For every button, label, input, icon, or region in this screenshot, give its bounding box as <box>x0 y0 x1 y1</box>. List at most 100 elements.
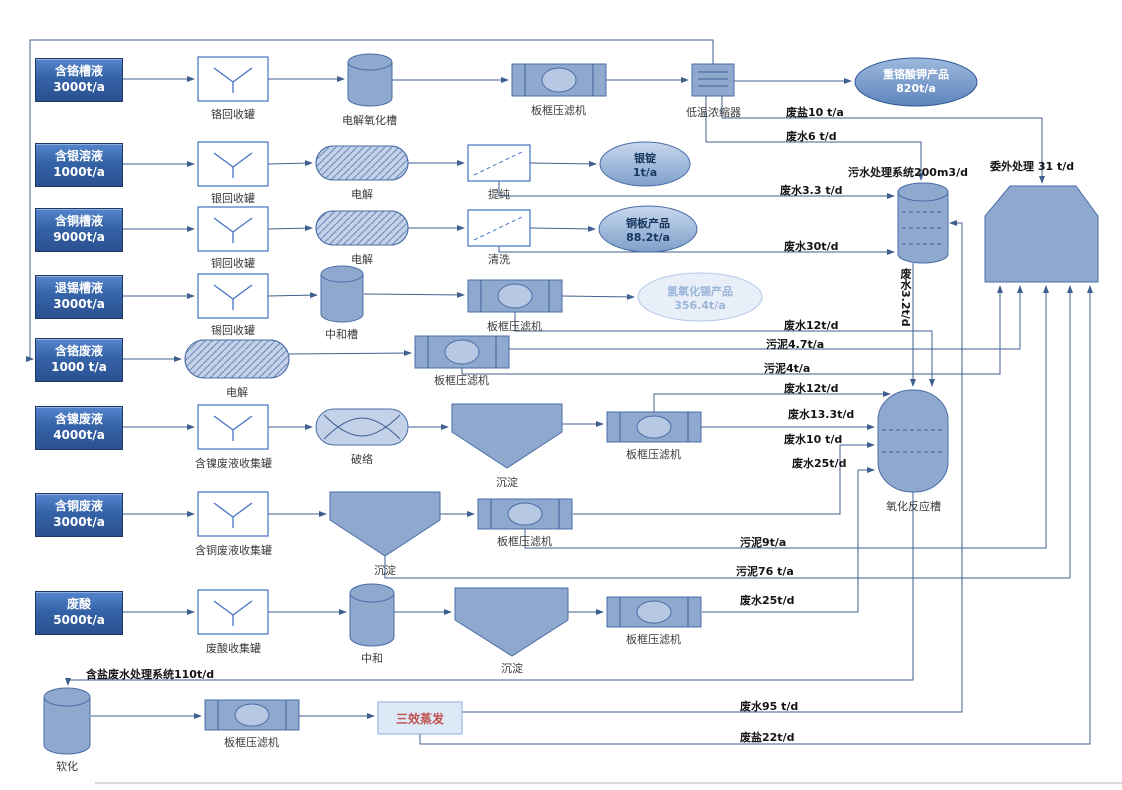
connector-arrows <box>91 76 852 719</box>
product-silver-ingot-shape <box>599 141 691 187</box>
node-cr-recovery-tank-shape <box>197 56 269 102</box>
node-electro-oxidation-tank-shape <box>347 53 393 107</box>
node-cu-waste-collection-tank-shape <box>197 491 269 537</box>
input-label: 废酸 <box>66 597 91 612</box>
input-label: 含铬废液 <box>54 344 103 359</box>
node-outsourced-treatment-tank-shape <box>984 185 1099 283</box>
node-cleaning-shape <box>467 209 531 247</box>
node-neutralization-tank-shape <box>320 265 364 323</box>
flow-label-waste-salt-22: 废盐22t/d <box>740 731 795 744</box>
node-oxidation-reaction-tank-shape <box>877 389 949 493</box>
label-electrolysis-cu: 电解 <box>351 253 373 266</box>
input-label: 含镍废液 <box>54 412 103 427</box>
flow-label-waste-water-12-a: 废水12t/d <box>784 319 839 332</box>
flow-label-waste-water-12-b: 废水12t/d <box>784 382 839 395</box>
node-filter-press-4-shape <box>606 411 702 443</box>
product-amount: 820t/a <box>896 82 936 96</box>
product-amount: 1t/a <box>632 166 658 180</box>
label-cr-recovery-tank: 铬回收罐 <box>211 108 255 121</box>
input-amount: 4000t/a <box>53 428 105 442</box>
label-waste-acid-collection-tank: 废酸收集罐 <box>206 642 261 655</box>
input-amount: 1000 t/a <box>51 360 107 374</box>
input-label: 含铜废液 <box>54 499 103 514</box>
label-filter-press-2: 板框压滤机 <box>487 320 542 333</box>
input-label: 含铜槽液 <box>54 214 103 229</box>
product-potassium-dichromate-shape <box>854 57 978 107</box>
input-amount: 1000t/a <box>53 165 105 179</box>
node-ag-recovery-tank-shape <box>197 141 269 187</box>
node-filter-press-7-shape <box>204 699 300 731</box>
label-filter-press-3: 板框压滤机 <box>434 374 489 387</box>
node-purification-shape <box>467 144 531 182</box>
node-sedimentation-acid-shape <box>454 587 569 657</box>
label-sn-recovery-tank: 锡回收罐 <box>211 324 255 337</box>
node-complex-breaking-shape <box>315 408 409 446</box>
flow-label-waste-water-3-2: 废水3.2t/d <box>899 268 912 327</box>
flow-label-salty-wastewater-system: 含盐废水处理系统110t/d <box>86 668 215 681</box>
label-triple-effect-evaporation: 三效蒸发 <box>395 711 444 726</box>
node-waste-acid-collection-tank-shape <box>197 589 269 635</box>
label-filter-press-1: 板框压滤机 <box>531 104 586 117</box>
label-softening: 软化 <box>56 760 78 773</box>
node-sn-recovery-tank-shape <box>197 273 269 319</box>
flow-label-waste-water-3-3: 废水3.3 t/d <box>780 184 843 197</box>
label-ni-waste-collection-tank: 含镍废液收集罐 <box>195 457 272 470</box>
node-triple-effect-evaporation-shape <box>377 701 463 735</box>
label-sedimentation-acid: 沉淀 <box>501 662 523 675</box>
label-electrolysis-cr: 电解 <box>226 386 248 399</box>
product-name: 铜板产品 <box>626 217 670 230</box>
label-neutralization-tank: 中和槽 <box>325 328 358 341</box>
flow-label-sludge-9: 污泥9t/a <box>740 536 787 549</box>
node-electrolysis-cr-shape <box>184 339 290 379</box>
input-amount: 3000t/a <box>53 297 105 311</box>
node-wastewater-treatment-system-shape <box>897 182 949 264</box>
input-amount: 3000t/a <box>53 515 105 529</box>
node-ni-waste-collection-tank-shape <box>197 404 269 450</box>
flow-label-sludge-76: 污泥76 t/a <box>736 565 794 578</box>
label-filter-press-7: 板框压滤机 <box>224 736 279 749</box>
label-sedimentation-ni: 沉淀 <box>496 476 518 489</box>
node-filter-press-2-shape <box>467 279 563 313</box>
node-filter-press-5-shape <box>477 498 573 530</box>
product-name: 银锭 <box>634 152 656 165</box>
node-filter-press-1-shape <box>511 63 607 97</box>
flow-label-waste-water-25-a: 废水25t/d <box>792 457 847 470</box>
node-low-temp-concentrator-shape <box>691 63 735 97</box>
label-cu-waste-collection-tank: 含铜废液收集罐 <box>195 544 272 557</box>
label-purification: 提纯 <box>488 188 510 201</box>
label-filter-press-4: 板框压滤机 <box>626 448 681 461</box>
flow-label-waste-water-13-3: 废水13.3t/d <box>788 408 855 421</box>
flow-label-sludge-4-7: 污泥4.7t/a <box>766 338 825 351</box>
product-tin-hydroxide-shape <box>637 272 763 322</box>
node-cu-recovery-tank-shape <box>197 206 269 252</box>
product-amount: 356.4t/a <box>674 299 726 313</box>
node-softening-shape <box>43 687 91 755</box>
label-outsourced-treatment: 委外处理 31 t/d <box>990 160 1075 173</box>
flow-label-waste-water-25-b: 废水25t/d <box>740 594 795 607</box>
input-amount: 5000t/a <box>53 613 105 627</box>
label-filter-press-6: 板框压滤机 <box>626 633 681 646</box>
label-oxidation-reaction-tank: 氧化反应槽 <box>886 500 941 513</box>
node-electrolysis-cu-shape <box>315 210 409 246</box>
input-label: 含银溶液 <box>54 149 103 164</box>
input-amount: 9000t/a <box>53 230 105 244</box>
product-copper-plate-shape <box>598 205 698 253</box>
flow-label-waste-water-95: 废水95 t/d <box>740 700 799 713</box>
label-complex-breaking: 破络 <box>351 453 373 466</box>
product-name: 氢氧化锡产品 <box>667 285 733 298</box>
label-low-temp-concentrator: 低温浓缩器 <box>686 106 741 119</box>
flow-label-waste-water-6: 废水6 t/d <box>786 130 837 143</box>
product-amount: 88.2t/a <box>626 231 670 245</box>
